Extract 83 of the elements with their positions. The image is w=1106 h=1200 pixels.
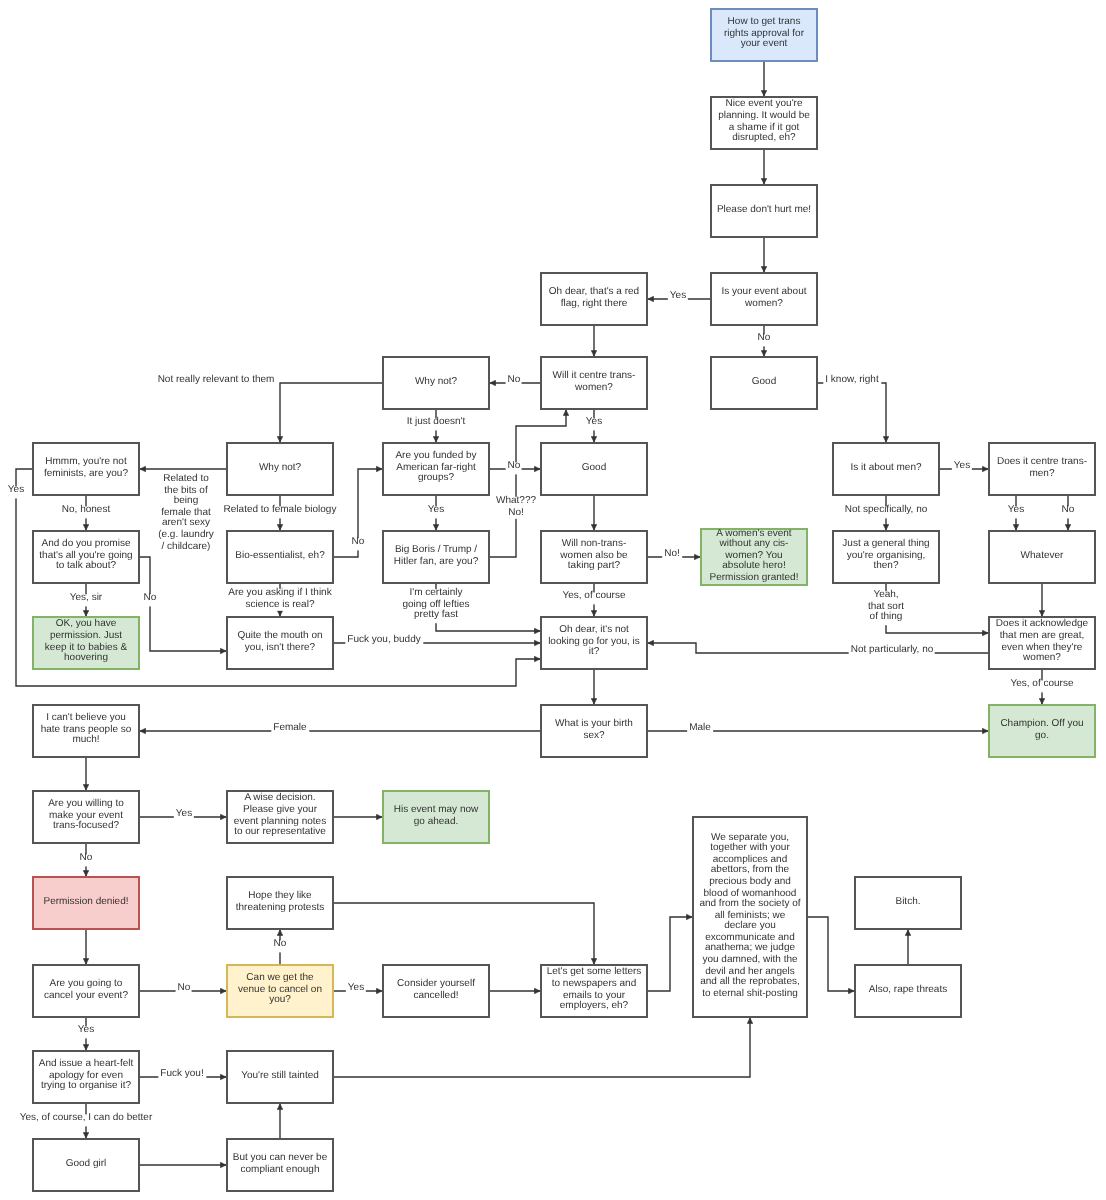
process-box — [710, 356, 818, 410]
approval-box — [382, 790, 490, 844]
arrow — [489, 379, 541, 387]
process-box — [540, 616, 648, 670]
arrow — [82, 1017, 90, 1051]
arrow — [760, 237, 768, 273]
process-box — [32, 790, 140, 844]
arrow — [760, 61, 768, 97]
process-box — [226, 876, 334, 930]
arrow — [276, 1103, 284, 1139]
arrow — [139, 727, 541, 735]
arrow — [333, 987, 383, 995]
process-box — [710, 272, 818, 326]
process-box — [32, 1050, 140, 1104]
process-box — [832, 442, 940, 496]
process-box — [32, 704, 140, 758]
arrow — [139, 1161, 227, 1169]
arrow — [489, 409, 570, 558]
arrow — [1012, 495, 1020, 531]
arrow — [647, 553, 701, 561]
process-box — [832, 530, 940, 584]
arrow — [82, 843, 90, 877]
process-box — [988, 442, 1096, 496]
arrow — [647, 913, 693, 992]
arrow — [760, 149, 768, 185]
process-box — [32, 964, 140, 1018]
arrow — [276, 929, 284, 965]
process-box — [226, 1050, 334, 1104]
arrow — [139, 465, 227, 473]
arrow — [139, 1073, 227, 1081]
arrow — [590, 409, 598, 443]
arrow — [760, 325, 768, 357]
arrow — [904, 929, 912, 965]
process-box — [692, 816, 808, 1018]
process-box — [988, 530, 1096, 584]
process-box — [854, 876, 962, 930]
arrow — [432, 495, 440, 531]
arrow — [647, 295, 711, 303]
arrow — [489, 465, 541, 473]
arrow — [333, 465, 383, 558]
arrow — [647, 727, 989, 735]
process-box — [540, 356, 648, 410]
process-box — [382, 442, 490, 496]
arrow — [139, 556, 227, 655]
process-box — [226, 442, 334, 496]
denial-box — [32, 876, 140, 930]
arrow — [807, 916, 855, 995]
arrow — [939, 465, 989, 473]
process-box — [540, 704, 648, 758]
process-box — [32, 1138, 140, 1192]
process-box — [32, 530, 140, 584]
approval-box — [988, 704, 1096, 758]
process-box — [226, 530, 334, 584]
arrow — [333, 902, 598, 965]
arrow — [489, 987, 541, 995]
arrow — [15, 468, 541, 687]
approval-box — [32, 616, 140, 670]
arrow — [333, 813, 383, 821]
arrow — [82, 757, 90, 791]
arrow — [590, 325, 598, 357]
arrow — [885, 583, 989, 637]
process-box — [382, 964, 490, 1018]
process-box — [226, 1138, 334, 1192]
start-box — [710, 8, 818, 62]
arrow — [276, 382, 383, 443]
process-box — [382, 530, 490, 584]
process-box — [710, 184, 818, 238]
process-box — [854, 964, 962, 1018]
arrow — [590, 669, 598, 705]
process-box — [540, 442, 648, 496]
arrow — [333, 1017, 754, 1078]
process-box — [226, 616, 334, 670]
arrow — [1064, 495, 1072, 531]
process-box — [540, 272, 648, 326]
decision-box — [226, 964, 334, 1018]
process-box — [540, 530, 648, 584]
arrow — [139, 813, 227, 821]
process-box — [32, 442, 140, 496]
arrow — [1038, 583, 1046, 617]
arrow — [82, 929, 90, 965]
arrow — [590, 495, 598, 531]
arrow — [139, 987, 227, 995]
process-box — [382, 356, 490, 410]
